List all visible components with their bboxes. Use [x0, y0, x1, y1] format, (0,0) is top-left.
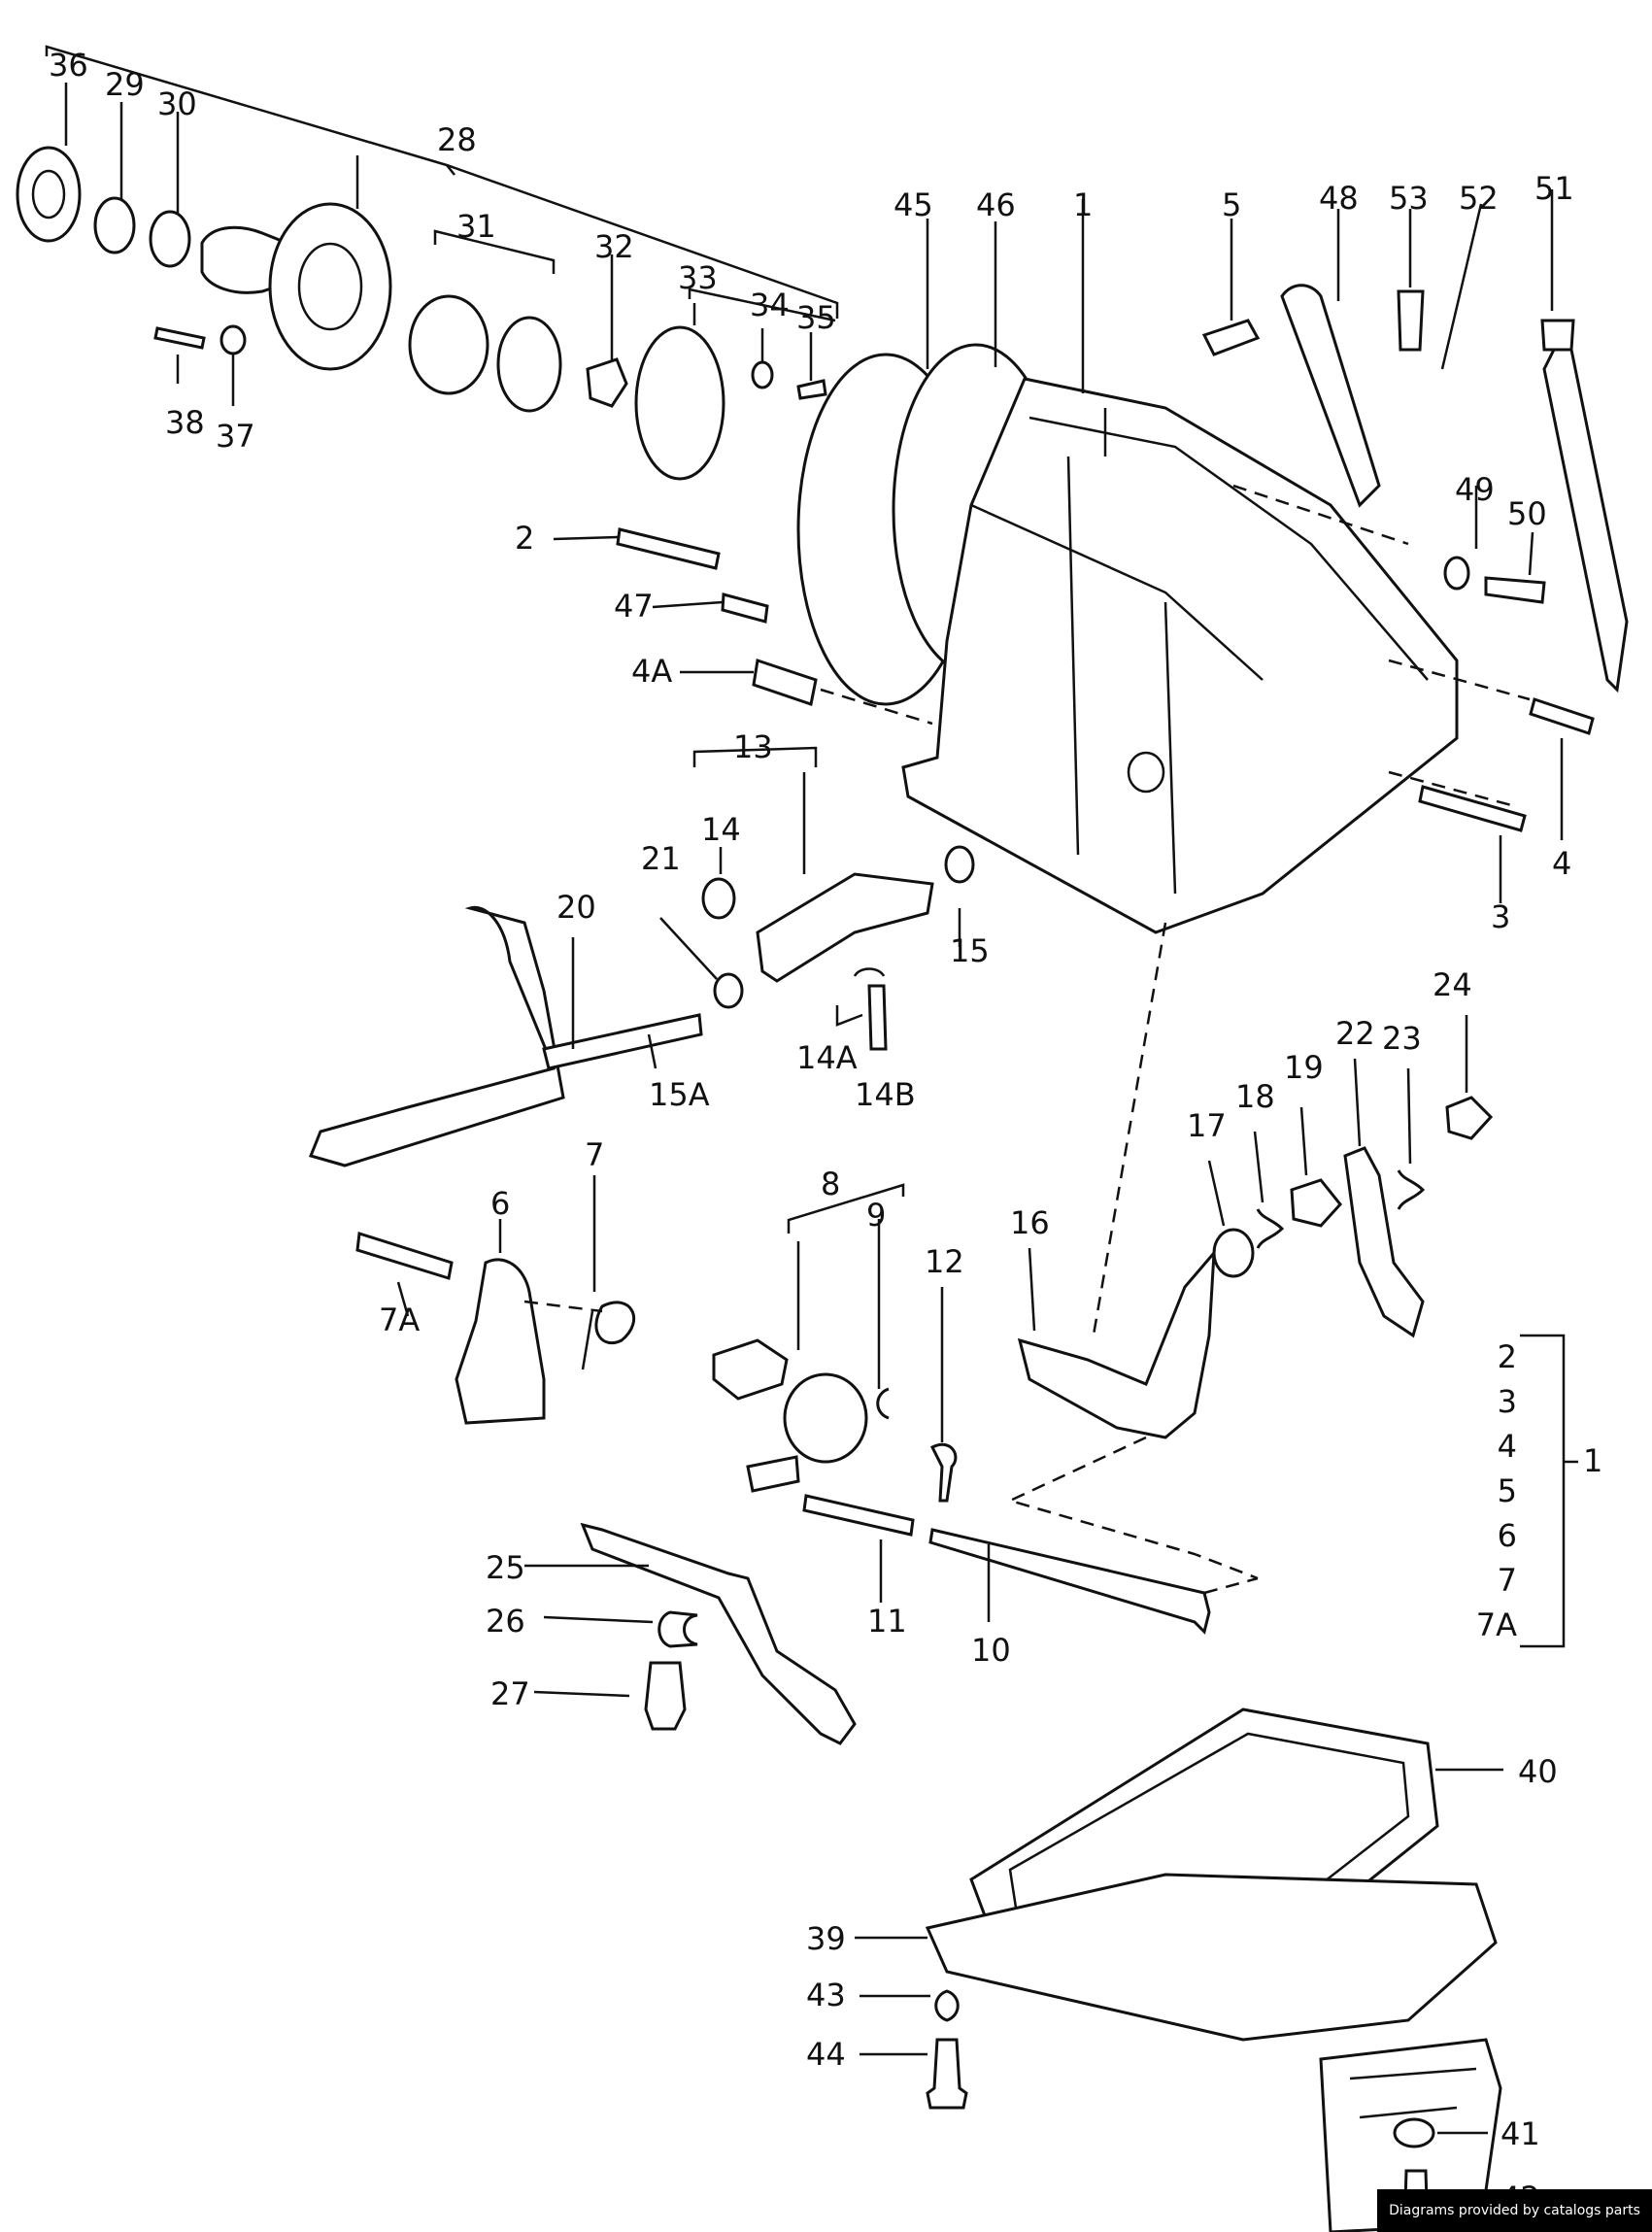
callout-label: 7	[585, 1136, 604, 1173]
callout-label: 11	[867, 1603, 907, 1640]
kit-item-label: 4	[1498, 1428, 1517, 1465]
kit-total-label: 1	[1583, 1442, 1602, 1479]
kit-group-list: 2 3 4 5 6 7 7A 1	[1476, 1338, 1603, 1643]
callout-label: 46	[976, 186, 1016, 223]
callout-label: 49	[1455, 471, 1495, 508]
segment-group	[355, 1175, 635, 1425]
callout-label: 30	[157, 85, 197, 122]
linkage-lever-group	[524, 1522, 857, 1745]
callout-label: 43	[806, 1977, 846, 2013]
callout-label: 23	[1382, 1020, 1422, 1057]
callout-label: 14	[701, 811, 741, 848]
callout-label: 12	[925, 1243, 964, 1280]
callout-label: 48	[1319, 180, 1359, 217]
callout-label: 40	[1518, 1753, 1558, 1790]
callout-label: 38	[165, 404, 205, 441]
callout-label: 4	[1552, 845, 1571, 882]
kit-item-label: 2	[1498, 1338, 1517, 1375]
callout-label: 45	[893, 186, 933, 223]
callout-label: 29	[105, 66, 145, 103]
callout-label: 5	[1222, 186, 1241, 223]
callout-label: 13	[733, 728, 773, 765]
callout-label: 27	[490, 1675, 530, 1712]
callout-label: 39	[806, 1920, 846, 1957]
callout-label: 15	[950, 932, 990, 969]
oil-pump-group	[16, 45, 839, 481]
callout-labels: 36 29 30 28 31 32 33 34 35 38 37 45 46 1…	[49, 47, 1574, 2216]
callout-label: 52	[1459, 180, 1499, 217]
kit-group-bracket	[1520, 1334, 1578, 1648]
selector-group	[1006, 922, 1494, 1580]
callout-label: 16	[1010, 1204, 1050, 1241]
callout-label: 26	[486, 1603, 525, 1640]
callout-label: 2	[515, 520, 534, 557]
callout-label: 1	[1073, 186, 1093, 223]
callout-label: 15A	[649, 1076, 710, 1113]
callout-label: 22	[1335, 1015, 1375, 1052]
callout-label: 19	[1284, 1049, 1324, 1086]
kit-item-label: 7A	[1476, 1606, 1517, 1643]
callout-label: 44	[806, 2036, 846, 2073]
callout-label: 32	[594, 228, 634, 265]
callout-label: 41	[1500, 2115, 1540, 2152]
callout-label: 53	[1389, 180, 1429, 217]
kit-item-label: 5	[1498, 1472, 1517, 1509]
kit-item-label: 3	[1498, 1383, 1517, 1420]
callout-label: 50	[1507, 495, 1547, 532]
credit-banner: Diagrams provided by catalogs parts	[1377, 2189, 1652, 2232]
callout-label: 36	[49, 47, 88, 84]
callout-label: 47	[614, 588, 654, 625]
callout-label: 7A	[379, 1302, 420, 1338]
oil-pan-group	[855, 1708, 1503, 2232]
callout-label: 9	[866, 1197, 886, 1234]
shift-lever-group	[308, 746, 975, 1167]
callout-label: 3	[1491, 898, 1510, 935]
callout-label: 24	[1433, 966, 1472, 1003]
callout-label: 25	[486, 1549, 525, 1586]
kit-item-label: 6	[1498, 1517, 1517, 1554]
callout-label: 10	[971, 1632, 1011, 1669]
callout-label: 20	[556, 889, 596, 926]
transmission-housing	[553, 189, 1629, 934]
callout-label: 4A	[631, 653, 672, 690]
callout-label: 37	[216, 418, 255, 455]
callout-label: 34	[750, 287, 790, 323]
callout-label: 35	[796, 299, 836, 336]
callout-label: 18	[1235, 1078, 1275, 1115]
kit-item-label: 7	[1498, 1562, 1517, 1599]
callout-label: 31	[456, 208, 496, 245]
callout-label: 6	[490, 1185, 510, 1222]
callout-label: 14B	[855, 1076, 916, 1113]
callout-label: 14A	[796, 1039, 858, 1076]
detent-group	[712, 1183, 1259, 1635]
callout-label: 28	[437, 121, 477, 158]
callout-label: 17	[1187, 1107, 1227, 1144]
callout-label: 8	[821, 1166, 840, 1202]
callout-label: 51	[1534, 170, 1574, 207]
callout-label: 33	[678, 259, 718, 296]
callout-label: 21	[641, 840, 681, 877]
